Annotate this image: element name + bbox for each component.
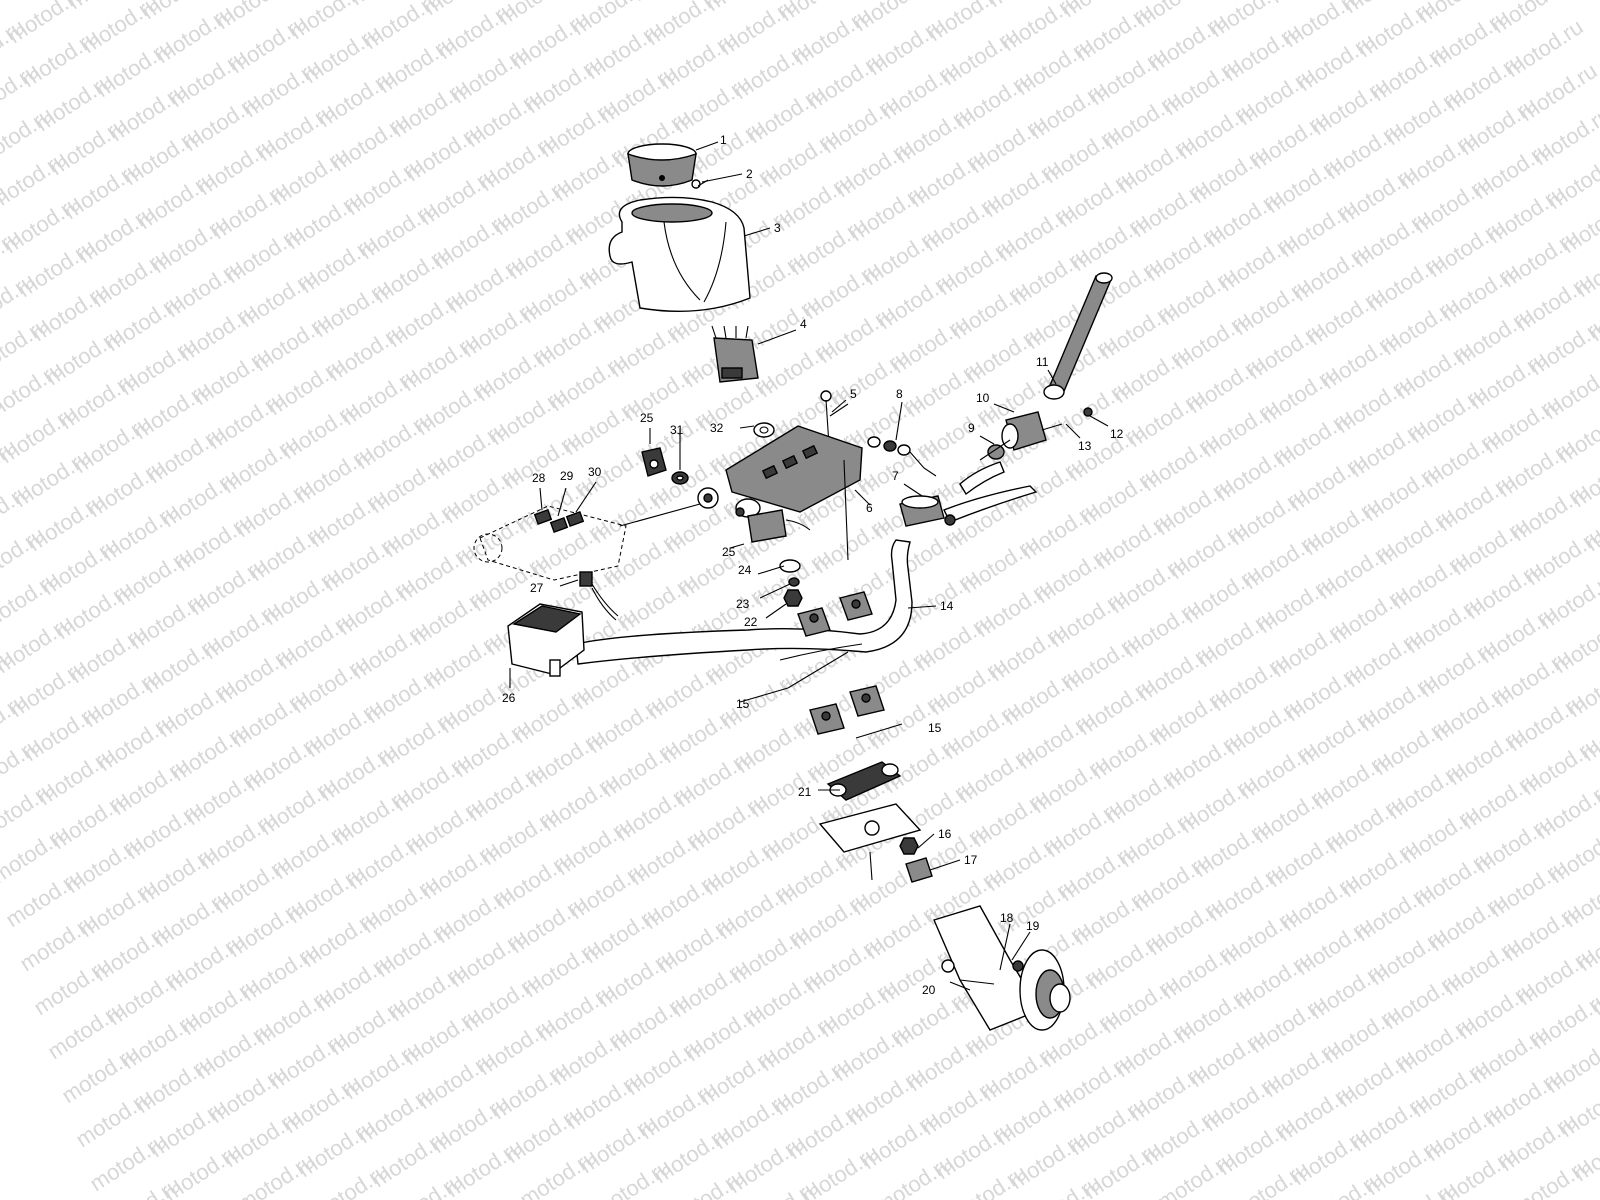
callout-24: 24 <box>738 563 752 577</box>
callout-22: 22 <box>744 615 758 629</box>
part-22-nut <box>783 589 803 607</box>
part-32-washer <box>753 422 775 438</box>
part-10-throttle-housing <box>959 411 1047 496</box>
callout-2: 2 <box>746 167 753 181</box>
part-9-bushing <box>987 444 1005 460</box>
part-24-washer <box>779 559 801 573</box>
part-23-lockwasher <box>788 577 800 587</box>
part-15-lower-clamps <box>809 685 903 739</box>
part-26-left-switch-housing <box>507 603 585 677</box>
part-13-screw <box>1041 423 1063 431</box>
callout-1: 1 <box>720 133 727 147</box>
callout-29: 29 <box>560 469 574 483</box>
callout-28: 28 <box>532 471 546 485</box>
callout-13: 13 <box>1078 439 1092 453</box>
callout-14: 14 <box>940 599 954 613</box>
callout-8: 8 <box>896 387 903 401</box>
part-3-pod-cover <box>608 196 751 313</box>
callout-18: 18 <box>1000 911 1014 925</box>
callout-leaders <box>509 141 1109 991</box>
part-12-screw <box>1083 407 1093 417</box>
callout-15-lower: 15 <box>928 721 942 735</box>
part-2-screw <box>691 179 709 189</box>
callout-15-upper: 15 <box>736 697 750 711</box>
callout-11: 11 <box>1036 355 1049 369</box>
leader-6 <box>854 489 871 506</box>
part-8-spring <box>867 436 937 477</box>
callout-20: 20 <box>922 983 936 997</box>
callout-5: 5 <box>850 387 857 401</box>
callout-21: 21 <box>798 785 812 799</box>
callout-30: 30 <box>588 465 602 479</box>
callout-32: 32 <box>710 421 724 435</box>
part-1-cup <box>627 143 697 187</box>
part-18-20-spindle-hub <box>933 905 1071 1031</box>
callout-27: 27 <box>530 581 544 595</box>
part-7-master-cylinder <box>899 485 1038 527</box>
stem-line <box>843 459 849 561</box>
part-17-clip <box>905 857 933 883</box>
part-4-ignition-bracket <box>711 325 759 383</box>
callout-23: 23 <box>736 597 750 611</box>
part-27-connector <box>579 571 619 621</box>
part-31-grommet <box>671 471 689 485</box>
callout-3: 3 <box>774 221 781 235</box>
part-21-lower-clamp <box>826 761 902 801</box>
callout-4: 4 <box>800 317 807 331</box>
part-25-switch-top <box>641 447 667 477</box>
part-16-nut <box>899 837 919 855</box>
part-6-mounting-plate <box>697 425 863 513</box>
callout-6: 6 <box>866 501 873 515</box>
steering-plate <box>818 803 922 881</box>
part-28-30-switch-panel <box>473 503 701 581</box>
part-14-handlebar <box>575 539 913 665</box>
callout-25-lower: 25 <box>722 545 736 559</box>
callout-31: 31 <box>670 423 684 437</box>
callout-16: 16 <box>938 827 952 841</box>
part-25-switch-lower <box>735 498 811 543</box>
callout-17: 17 <box>964 853 978 867</box>
callout-7: 7 <box>892 469 899 483</box>
callout-26: 26 <box>502 691 516 705</box>
callout-10: 10 <box>976 391 990 405</box>
callout-12: 12 <box>1110 427 1124 441</box>
callout-9: 9 <box>968 421 975 435</box>
callout-labels: 1 2 3 4 5 6 7 8 9 10 11 12 13 14 15 15 1… <box>502 133 1124 997</box>
part-15-upper-clamps <box>739 591 873 703</box>
callout-25-top: 25 <box>640 411 654 425</box>
part-11-grip <box>1043 272 1113 400</box>
callout-19: 19 <box>1026 919 1040 933</box>
